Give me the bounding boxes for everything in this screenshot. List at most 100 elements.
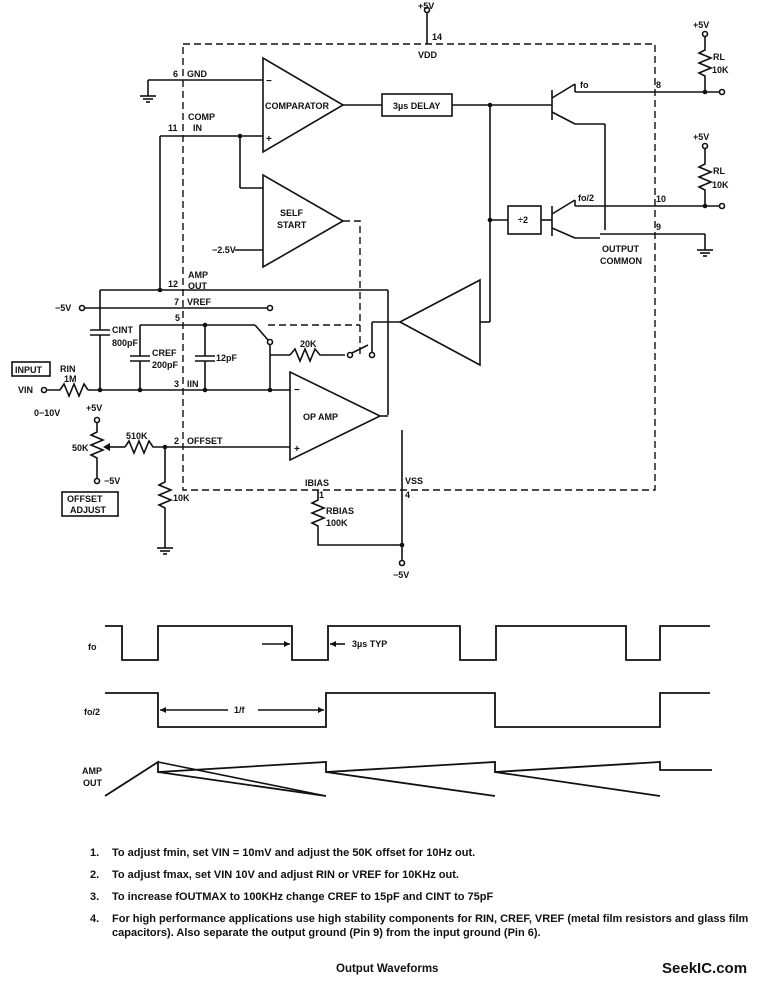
rin-value: 1M [64,374,77,384]
rl2-resistor [696,149,714,206]
cint-value: 800pF [112,338,139,348]
r20k-resistor [289,346,345,364]
note-number: 2. [90,868,100,881]
r510k-label: 510K [126,431,148,441]
rbias-resistor [309,490,402,546]
amp-out-waveform [104,760,712,797]
ibias-label: IBIAS [305,478,329,488]
r20k-label: 20K [300,339,317,349]
figure-caption: Output Waveforms [336,963,439,975]
pot-plus-label: +5V [86,403,102,413]
note-item: 1. To adjust fmin, set VIN = 10mV and ad… [90,846,770,861]
pot-minus-label: −5V [104,476,120,486]
watermark: SeekIC.com [662,960,748,977]
self-start-label-bottom: START [277,220,307,230]
cref-label: CREF [152,348,177,358]
offset-pot [88,423,106,478]
fo-waveform [105,625,710,661]
op-amp-label: OP AMP [303,412,338,422]
rbias-value: 100K [326,518,348,528]
svg-text:+: + [294,444,300,455]
fo2-waveform [105,692,710,728]
vref-supply-label: −5V [55,303,71,313]
fo2-output-transistor [551,199,576,239]
wave-period-label: 1/f [234,705,246,715]
rbias-label: RBIAS [326,506,354,516]
vss-label: VSS [405,476,423,486]
comparator-symbol [262,56,345,154]
vin-label: VIN [18,385,33,395]
note-item: 4. For high performance applications use… [90,912,770,942]
pin1-label: 1 [319,490,324,500]
input-label: INPUT [15,365,43,375]
wave-typ-label: 3µs TYP [352,639,387,649]
pin2-label: 2 [174,436,179,446]
offset-adjust-label-top: OFFSET [67,494,103,504]
offset-adjust-box [61,491,119,517]
comparator-label: COMPARATOR [265,101,329,111]
self-start-symbol [262,173,345,269]
delay-label: 3µs DELAY [393,101,440,111]
wave-fo-label: fo [88,642,97,652]
rl2-supply-label: +5V [693,132,709,142]
cref-capacitor [130,355,150,362]
offset-ground-symbol [157,547,173,555]
note-text: To adjust fmax, set VIN 10V and adjust R… [112,868,459,881]
note-text: To increase fOUTMAX to 100KHz change CRE… [112,890,494,903]
r10k-label: 10K [173,493,190,503]
gnd-label: GND [187,69,208,79]
rl1-label: RL [713,52,725,62]
pot-value-label: 50K [72,443,89,453]
vref-label: VREF [187,297,212,307]
rl1-value: 10K [712,65,729,75]
pin4-label: 4 [405,490,410,500]
vss-supply-label: −5V [393,570,409,580]
rl1-supply-label: +5V [693,20,709,30]
iin-label: IIN [187,379,199,389]
c12pf-capacitor [195,355,215,362]
neg-2-5v-label: −2.5V [212,245,236,255]
fo2-label: fo/2 [578,193,594,203]
notes-list: 1. To adjust fmin, set VIN = 10mV and ad… [90,846,770,948]
comp-pin-label: 11 [168,123,178,133]
ic-package-boundary [182,43,656,491]
feedback-buffer-symbol [398,278,481,367]
pin10-label: 10 [656,194,666,204]
note-item: 3. To increase fOUTMAX to 100KHz change … [90,890,770,905]
pin12-label: 12 [168,279,178,289]
note-number: 3. [90,890,100,903]
input-box [11,361,51,377]
wave-amp-out-label-top: AMP [82,766,102,776]
rl1-resistor [696,37,714,92]
note-text: To adjust fmin, set VIN = 10mV and adjus… [112,847,476,859]
gnd-pin-label: 6 [173,69,178,79]
offset-adjust-label-bottom: ADJUST [70,505,107,515]
vdd-label: VDD [418,50,438,60]
note-number: 1. [90,847,100,859]
self-start-label-top: SELF [280,208,304,218]
pin3-label: 3 [174,379,179,389]
wave-fo2-label: fo/2 [84,707,100,717]
pin7-label: 7 [174,297,179,307]
offset-label: OFFSET [187,436,223,446]
cint-label: CINT [112,325,133,335]
output-common-label-bottom: COMMON [600,256,642,266]
input-range-label: 0−10V [34,408,60,418]
note-text: For high performance applications use hi… [112,912,749,940]
wave-amp-out-label-bottom: OUT [83,778,103,788]
cref-value: 200pF [152,360,179,370]
amp-out-label-bottom: OUT [188,281,208,291]
fo-output-transistor [551,83,576,125]
c12pf-label: 12pF [216,353,238,363]
ground-symbol [140,95,156,103]
rin-label: RIN [60,364,76,374]
output-ground-symbol [697,249,713,257]
r10k-resistor [156,447,174,548]
rin-resistor [47,381,89,399]
vdd-supply-label: +5V [418,1,434,11]
svg-text:−: − [294,385,300,396]
divider-label: ÷2 [518,215,528,225]
op-amp-symbol [289,370,382,462]
cint-capacitor [90,329,110,336]
